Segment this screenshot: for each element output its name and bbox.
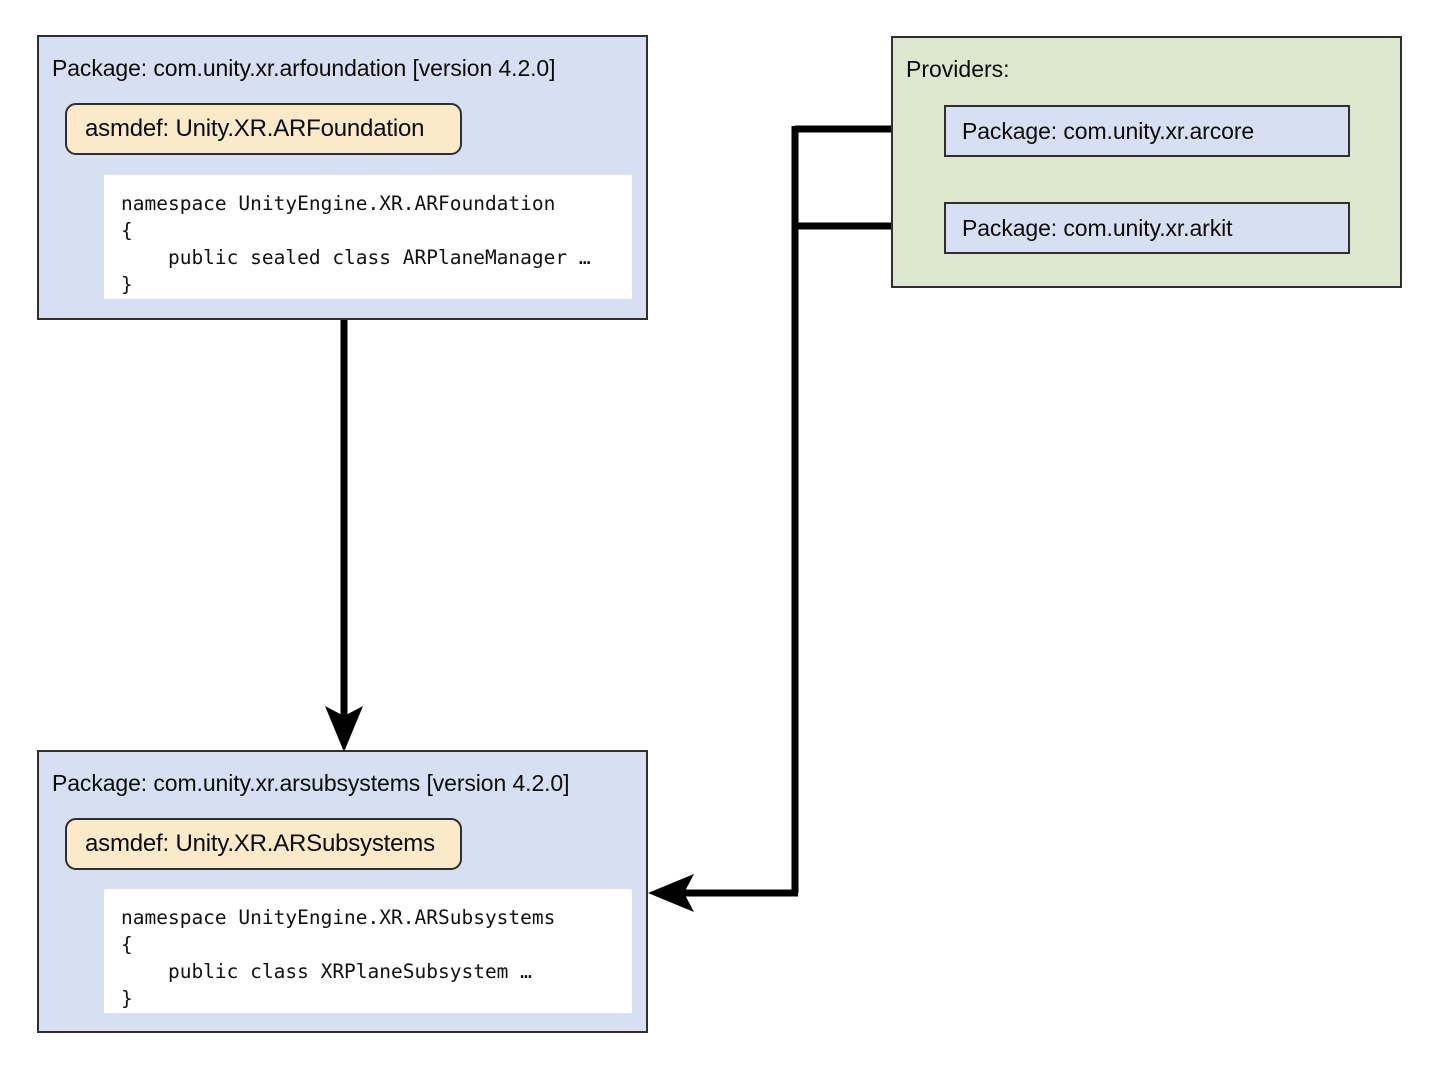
package-title-arsubsystems: Package: com.unity.xr.arsubsystems [vers… xyxy=(52,770,570,796)
connector-providers-trunk-to-arsubsystems xyxy=(648,126,799,912)
code-block-arfoundation: namespace UnityEngine.XR.ARFoundation { … xyxy=(104,175,632,299)
provider-label-arcore: Package: com.unity.xr.arcore xyxy=(962,118,1255,144)
asmdef-pill-arfoundation[interactable]: asmdef: Unity.XR.ARFoundation xyxy=(65,103,462,155)
asmdef-pill-arsubsystems[interactable]: asmdef: Unity.XR.ARSubsystems xyxy=(65,818,462,870)
connector-arfoundation-to-arsubsystems xyxy=(325,320,363,752)
provider-box-arkit[interactable]: Package: com.unity.xr.arkit xyxy=(944,202,1350,254)
arrowhead-down-arsubsystems xyxy=(325,706,363,752)
code-block-arsubsystems: namespace UnityEngine.XR.ARSubsystems { … xyxy=(104,889,632,1013)
provider-box-arcore[interactable]: Package: com.unity.xr.arcore xyxy=(944,105,1350,157)
provider-label-arkit: Package: com.unity.xr.arkit xyxy=(962,215,1233,241)
package-title-arfoundation: Package: com.unity.xr.arfoundation [vers… xyxy=(52,55,556,81)
asmdef-label-arsubsystems: asmdef: Unity.XR.ARSubsystems xyxy=(85,830,435,857)
arrowhead-left-arsubsystems xyxy=(648,874,694,912)
providers-group-title: Providers: xyxy=(906,56,1010,82)
providers-group-box[interactable]: Providers: Package: com.unity.xr.arcore … xyxy=(891,36,1402,288)
asmdef-label-arfoundation: asmdef: Unity.XR.ARFoundation xyxy=(85,115,425,142)
package-box-arfoundation[interactable]: Package: com.unity.xr.arfoundation [vers… xyxy=(37,35,648,320)
package-box-arsubsystems[interactable]: Package: com.unity.xr.arsubsystems [vers… xyxy=(37,750,648,1033)
